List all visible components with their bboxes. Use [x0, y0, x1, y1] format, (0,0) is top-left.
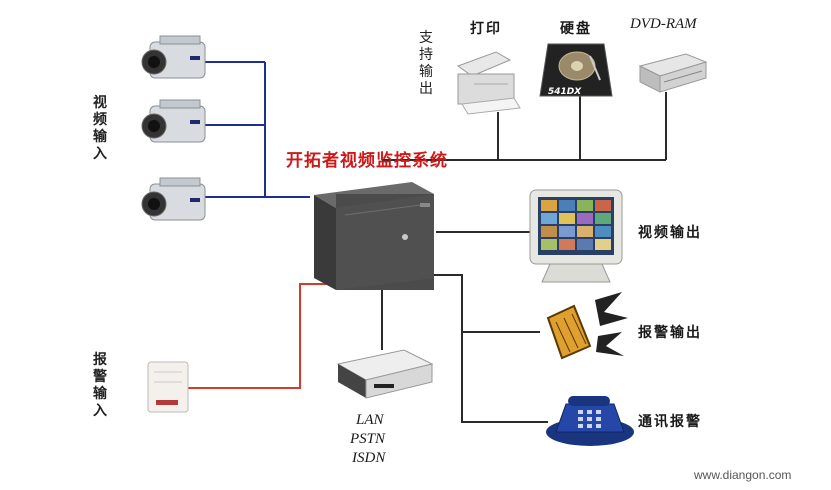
network-label-isdn: ISDN [352, 450, 386, 466]
alarm-input-char: 报 [93, 352, 107, 368]
dvd-label: DVD-RAM [630, 16, 697, 32]
comm-alarm-label: 通讯报警 [638, 414, 702, 430]
camera-3 [141, 177, 206, 221]
network-label-lan: LAN [356, 412, 384, 428]
support-output-label: 支 持 输 出 [418, 30, 434, 98]
alarm-input-device [147, 361, 189, 413]
output-lines [381, 92, 667, 423]
video-input-char: 视 [93, 95, 107, 111]
dvr-unit [314, 182, 434, 290]
support-output-char: 出 [419, 81, 433, 97]
network-modem [336, 349, 434, 399]
alarm-input-char: 入 [93, 403, 107, 419]
telephone [546, 396, 634, 446]
video-input-char: 入 [93, 146, 107, 162]
printer-label: 打印 [470, 21, 502, 37]
hdd-brand-label: 541DX [548, 87, 582, 97]
alarm-input-label: 报 警 输 入 [92, 352, 108, 420]
printer [456, 51, 521, 115]
support-output-char: 输 [419, 64, 433, 80]
camera-1 [141, 35, 206, 79]
alarm-input-char: 警 [93, 369, 107, 385]
watermark: www.diangon.com [694, 468, 792, 482]
support-output-char: 支 [419, 30, 433, 46]
support-output-char: 持 [419, 47, 433, 63]
monitor [529, 189, 623, 283]
alarm-siren [546, 292, 628, 360]
alarm-input-line [188, 283, 332, 389]
hdd-label: 硬盘 [560, 21, 592, 37]
alarm-input-char: 输 [93, 386, 107, 402]
video-input-char: 输 [93, 129, 107, 145]
dvd-drive [638, 53, 708, 93]
camera-2 [141, 99, 206, 143]
network-label-pstn: PSTN [350, 431, 386, 447]
video-output-label: 视频输出 [638, 225, 702, 241]
video-input-label: 视 频 输 入 [92, 95, 108, 163]
system-title: 开拓者视频监控系统 [286, 151, 448, 171]
camera-lines [205, 61, 310, 198]
hard-disk [539, 43, 613, 97]
video-input-char: 频 [93, 112, 107, 128]
alarm-output-label: 报警输出 [638, 325, 702, 341]
